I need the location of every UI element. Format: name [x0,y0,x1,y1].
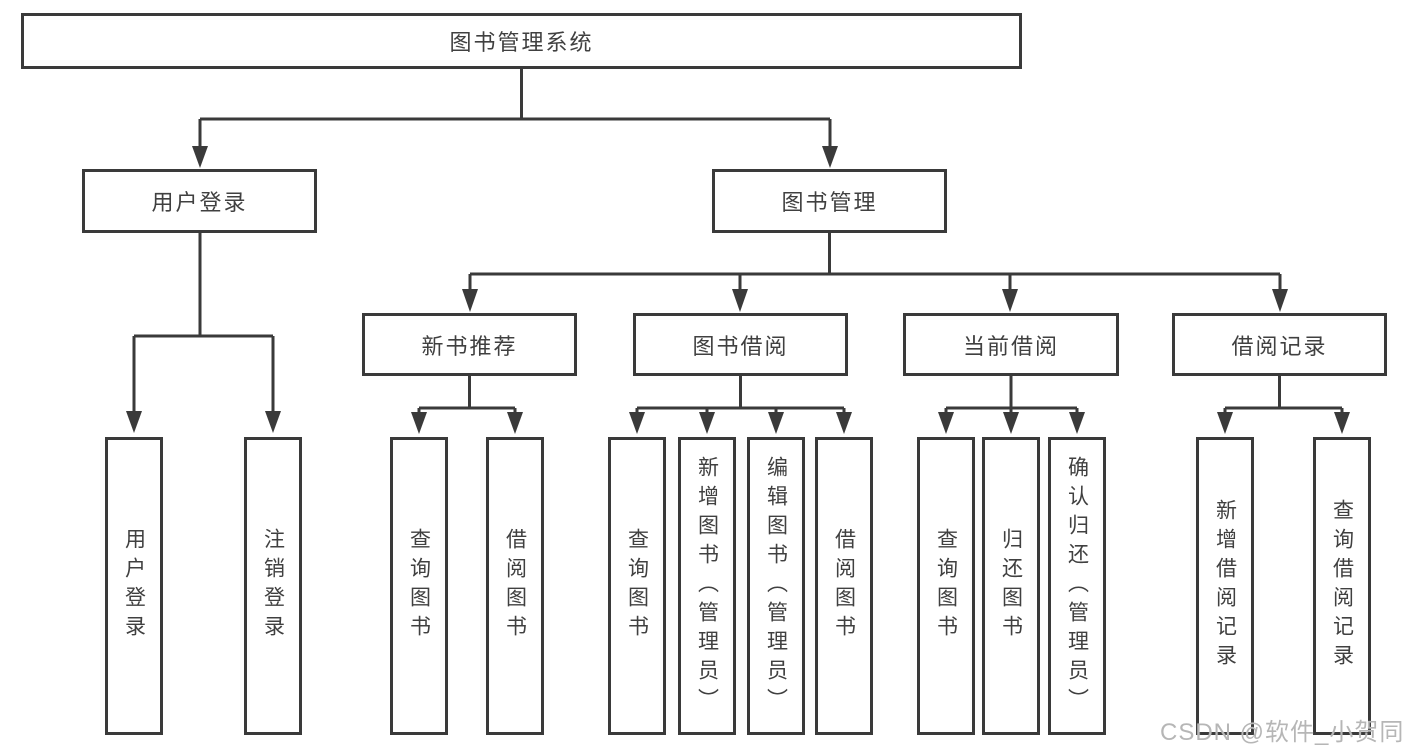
node-book-management: 图书管理 [712,169,947,233]
leaf-borrow-book-recommend: 借阅图书 [486,437,544,735]
leaf-add-borrow-record: 新增借阅记录 [1196,437,1254,735]
node-borrow-record: 借阅记录 [1172,313,1387,376]
leaf-borrow-book: 借阅图书 [815,437,873,735]
leaf-edit-book-admin: 编辑图书（管理员） [747,437,805,735]
csdn-watermark: CSDN @软件_小贺同学 [1160,719,1405,746]
node-book-borrow: 图书借阅 [633,313,848,376]
leaf-query-book-recommend: 查询图书 [390,437,448,735]
leaf-query-borrow-record: 查询借阅记录 [1313,437,1371,735]
node-root-system: 图书管理系统 [21,13,1022,69]
node-current-borrow: 当前借阅 [903,313,1119,376]
arrowheads [126,146,1350,434]
leaf-logout: 注销登录 [244,437,302,735]
leaf-return-book: 归还图书 [982,437,1040,735]
leaf-user-login: 用户登录 [105,437,163,735]
node-new-book-recommend: 新书推荐 [362,313,577,376]
leaf-query-book-borrow: 查询图书 [608,437,666,735]
leaf-confirm-return-admin: 确认归还（管理员） [1048,437,1106,735]
leaf-add-book-admin: 新增图书（管理员） [678,437,736,735]
leaf-query-book-current: 查询图书 [917,437,975,735]
node-user-login: 用户登录 [82,169,317,233]
